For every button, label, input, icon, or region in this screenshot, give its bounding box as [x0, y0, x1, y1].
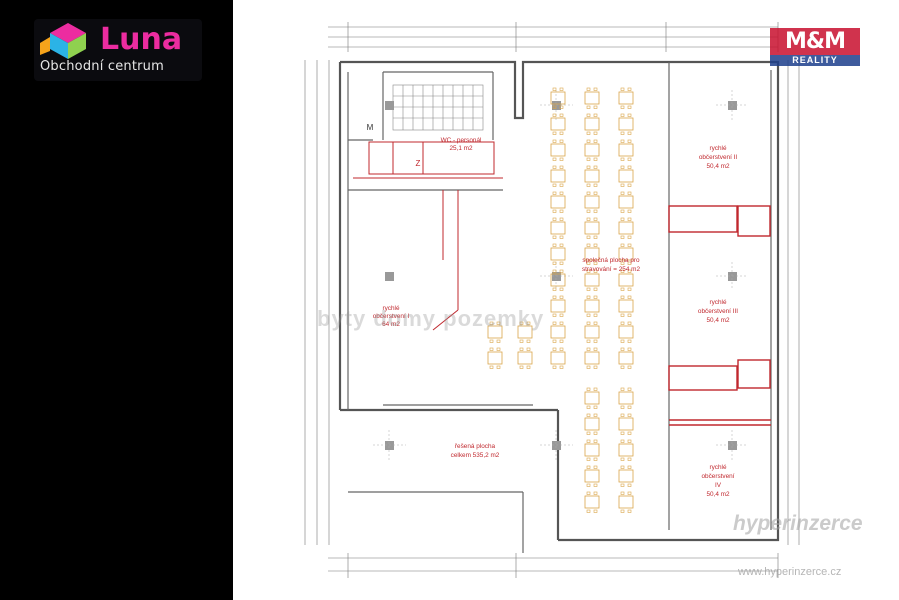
dining-table	[584, 321, 600, 343]
left-panel: Luna Obchodní centrum	[0, 0, 233, 600]
dining-table	[584, 139, 600, 161]
fast-food-2-line1: rychlé	[709, 145, 726, 152]
dining-table	[550, 87, 566, 109]
bottom-dimension-lines	[328, 553, 779, 578]
fast-food-1-line2: občerstvení I	[373, 313, 410, 320]
fast-food-1-area: 64 m2	[382, 321, 400, 328]
dining-table	[618, 165, 634, 187]
dining-line1: společná plocha pro	[582, 257, 640, 264]
columns	[385, 101, 737, 450]
dining-table	[618, 295, 634, 317]
fast-food-2-area: 50,4 m2	[706, 163, 730, 170]
luna-tagline: Obchodní centrum	[40, 59, 164, 74]
dining-table	[584, 465, 600, 487]
dining-table	[550, 139, 566, 161]
dining-table	[618, 387, 634, 409]
watermark-bottom: hyperinzerce	[733, 512, 863, 535]
dining-table	[584, 413, 600, 435]
kiosk-partitions	[668, 205, 771, 426]
fast-food-2-line2: občerstvení II	[699, 154, 738, 161]
dining-table	[584, 191, 600, 213]
dining-table	[550, 217, 566, 239]
dining-table	[550, 113, 566, 135]
dining-table	[584, 269, 600, 291]
dining-table	[618, 243, 634, 265]
m-label: M	[367, 123, 374, 132]
staircase	[392, 84, 484, 131]
floor-plan: WC - personál 25,1 m2 M Z rychlé občerst…	[233, 0, 899, 600]
dining-table	[550, 165, 566, 187]
inner-walls	[347, 62, 772, 553]
fast-food-4-area: 50,4 m2	[706, 491, 730, 498]
watermark-url: www.hyperinzerce.cz	[738, 566, 842, 578]
left-dimension-lines	[304, 60, 330, 545]
fast-food-3-line1: rychlé	[709, 299, 726, 306]
fast-food-3-area: 50,4 m2	[706, 317, 730, 324]
dining-line2: stravování = 254 m2	[582, 266, 641, 273]
dining-table	[487, 347, 503, 369]
dining-table	[550, 321, 566, 343]
floor-plan-drawing: WC - personál 25,1 m2 M Z rychlé občerst…	[304, 22, 800, 578]
dining-table	[550, 243, 566, 265]
dining-table	[618, 139, 634, 161]
wc-title: WC - personál	[441, 137, 482, 144]
dining-table	[550, 347, 566, 369]
luna-logo: Luna Obchodní centrum	[34, 19, 202, 81]
total-line2: celkem 535,2 m2	[451, 452, 500, 459]
dining-table	[584, 113, 600, 135]
dining-table	[584, 243, 600, 265]
dining-table	[618, 439, 634, 461]
fast-food-4-line2: občerstvení	[701, 473, 734, 480]
mm-sub: REALITY	[770, 55, 860, 66]
dining-table	[584, 87, 600, 109]
dining-table	[618, 413, 634, 435]
luna-name: Luna	[100, 22, 183, 57]
dining-table	[584, 387, 600, 409]
dining-table	[584, 491, 600, 513]
top-dimension-lines	[328, 22, 779, 52]
luna-cube-icon	[40, 23, 86, 59]
dining-table	[487, 321, 503, 343]
fast-food-1-line1: rychlé	[382, 305, 399, 312]
dining-table	[584, 295, 600, 317]
dining-table	[584, 439, 600, 461]
dining-tables	[487, 87, 634, 513]
wc-area: 25,1 m2	[449, 145, 473, 152]
dining-table	[618, 113, 634, 135]
dining-table	[618, 465, 634, 487]
dining-table	[618, 321, 634, 343]
outer-walls	[338, 60, 780, 542]
dining-table	[517, 321, 533, 343]
dining-table	[618, 87, 634, 109]
wc-partitions	[353, 141, 503, 331]
total-line1: řešená plocha	[455, 443, 496, 450]
mm-reality-logo: M&M REALITY	[770, 28, 860, 68]
dining-table	[550, 191, 566, 213]
fast-food-4-line3: IV	[715, 482, 722, 489]
dining-table	[618, 347, 634, 369]
fast-food-4-line1: rychlé	[709, 464, 726, 471]
dining-table	[584, 217, 600, 239]
mm-brand: M&M	[770, 28, 860, 55]
fast-food-3-line2: občerstvení III	[698, 308, 738, 315]
dining-table	[550, 295, 566, 317]
dining-table	[584, 165, 600, 187]
dining-table	[584, 347, 600, 369]
z-label: Z	[416, 159, 421, 168]
dining-table	[550, 269, 566, 291]
right-dimension-lines	[787, 60, 800, 545]
watermark-mid: byty domy pozemky	[317, 306, 545, 331]
dining-table	[517, 347, 533, 369]
dining-table	[618, 491, 634, 513]
dining-table	[618, 191, 634, 213]
dining-table	[618, 217, 634, 239]
dining-table	[618, 269, 634, 291]
